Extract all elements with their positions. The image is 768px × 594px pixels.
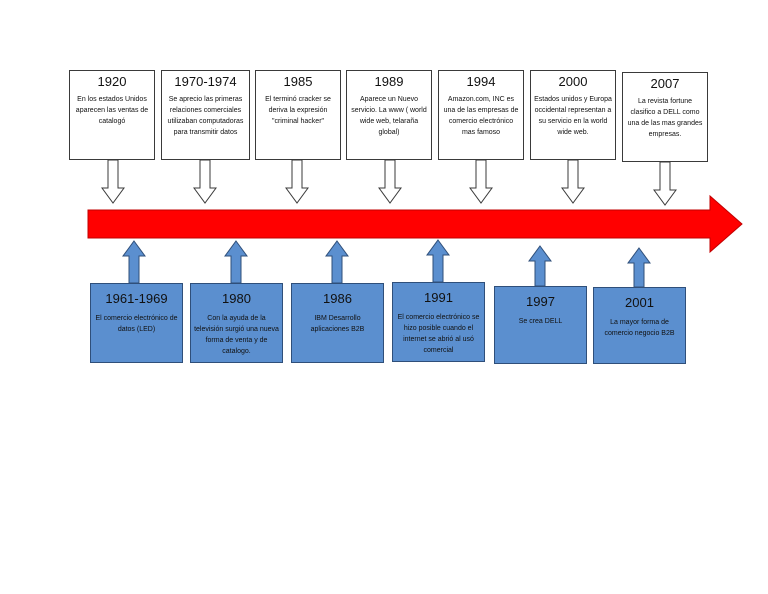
- event-box-top: 1989 Aparece un Nuevo servicio. La www (…: [346, 70, 432, 160]
- event-box-bottom: 1980 Con la ayuda de la televisión surgi…: [190, 283, 283, 363]
- event-year: 2001: [625, 295, 654, 310]
- up-arrow-1991: [426, 239, 450, 283]
- event-box-bottom: 1997 Se crea DELL: [494, 286, 587, 364]
- down-arrow-2000: [561, 159, 585, 204]
- event-description: IBM Desarrollo aplicaciones B2B: [310, 315, 365, 333]
- event-description: El comercio electrónico de datos (LED): [95, 315, 178, 333]
- event-year: 1994: [466, 74, 496, 89]
- event-description: El terminó cracker se deriva la expresió…: [265, 96, 331, 125]
- event-description: Se crea DELL: [518, 318, 563, 325]
- up-arrow-1986: [325, 240, 349, 284]
- event-box-bottom: 1991 El comercio electrónico se hizo pos…: [392, 282, 485, 362]
- down-connectors: [101, 159, 677, 206]
- event-year: 1985: [283, 74, 313, 89]
- up-connectors: [122, 239, 651, 288]
- down-arrow-1920: [101, 159, 125, 204]
- event-description: La revista fortune clasifico a DELL como…: [627, 98, 703, 138]
- down-arrow-1985: [285, 159, 309, 204]
- event-year: 1997: [526, 294, 555, 309]
- event-box-top: 2000 Estados unidos y Europa occidental …: [530, 70, 616, 160]
- event-box-top: 1985 El terminó cracker se deriva la exp…: [255, 70, 341, 160]
- event-description: En los estados Unidos aparecen las venta…: [75, 96, 149, 125]
- event-box-bottom: 1986 IBM Desarrollo aplicaciones B2B: [291, 283, 384, 363]
- event-box-bottom: 1961-1969 El comercio electrónico de dat…: [90, 283, 183, 363]
- event-year: 2000: [558, 74, 588, 89]
- event-box-top: 1970-1974 Se aprecio las primeras relaci…: [161, 70, 250, 160]
- event-year: 1989: [374, 74, 404, 89]
- event-description: Se aprecio las primeras relaciones comer…: [167, 96, 244, 136]
- event-year: 1920: [97, 74, 127, 89]
- event-description: Amazon.com, INC es una de las empresas d…: [443, 96, 519, 136]
- event-year: 1980: [222, 291, 251, 306]
- event-box-top: 1994 Amazon.com, INC es una de las empre…: [438, 70, 524, 160]
- event-description: Estados unidos y Europa occidental repre…: [534, 96, 612, 136]
- event-year: 1986: [323, 291, 352, 306]
- up-arrow-1980: [224, 240, 248, 284]
- event-description: El comercio electrónico se hizo posible …: [397, 314, 480, 354]
- down-arrow-1994: [469, 159, 493, 204]
- down-arrow-2007: [653, 161, 677, 206]
- up-arrow-1997: [528, 245, 552, 287]
- event-box-top: 1920 En los estados Unidos aparecen las …: [69, 70, 155, 160]
- event-description: Aparece un Nuevo servicio. La www ( worl…: [351, 96, 427, 136]
- down-arrow-1989: [378, 159, 402, 204]
- event-box-bottom: 2001 La mayor forma de comercio negocio …: [593, 287, 686, 364]
- event-year: 1961-1969: [105, 291, 168, 306]
- event-description: La mayor forma de comercio negocio B2B: [604, 319, 675, 337]
- event-year: 1970-1974: [174, 74, 237, 89]
- event-box-top: 2007 La revista fortune clasifico a DELL…: [622, 72, 708, 162]
- down-arrow-1970-1974: [193, 159, 217, 204]
- event-description: Con la ayuda de la televisión surgió una…: [194, 315, 279, 355]
- event-year: 2007: [650, 76, 680, 91]
- event-year: 1991: [424, 290, 453, 305]
- up-arrow-2001: [627, 247, 651, 288]
- timeline-arrow: [87, 194, 743, 254]
- up-arrow-1961-1969: [122, 240, 146, 284]
